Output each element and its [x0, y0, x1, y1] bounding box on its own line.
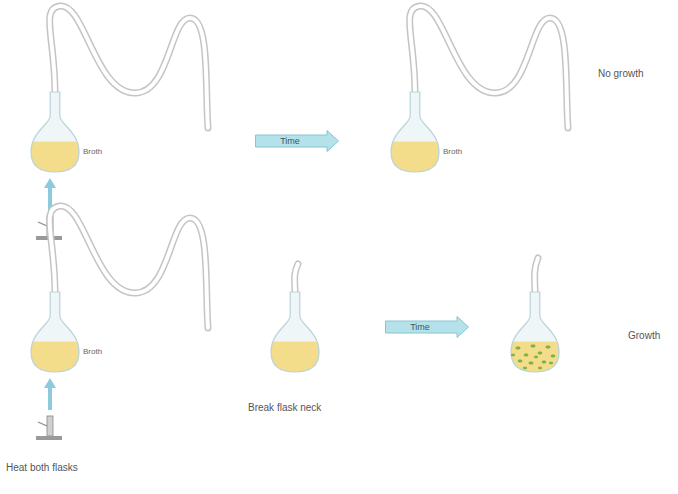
time-arrow: Time — [255, 130, 339, 152]
liquid-label: Broth — [443, 147, 462, 157]
arrow-body — [256, 131, 339, 152]
time-arrow: Time — [385, 316, 469, 338]
broken-neck-flask — [269, 264, 320, 374]
liquid-label: Broth — [83, 147, 102, 157]
arrow-text: Time — [385, 316, 455, 338]
step-label: Heat both flasks — [6, 462, 78, 474]
result-label: Growth — [628, 330, 660, 342]
bunsen-burner — [36, 378, 62, 440]
swan-neck-flask — [389, 6, 568, 174]
liquid-label: Broth — [83, 347, 102, 357]
arrow-body — [386, 317, 469, 338]
swan-neck-flask — [29, 206, 208, 374]
swan-neck-flask — [29, 6, 208, 174]
step-label: Break flask neck — [248, 402, 321, 414]
result-label: No growth — [598, 68, 644, 80]
microbe-growth — [511, 345, 555, 369]
contaminated-flask — [509, 258, 560, 374]
arrow-text: Time — [255, 130, 325, 152]
